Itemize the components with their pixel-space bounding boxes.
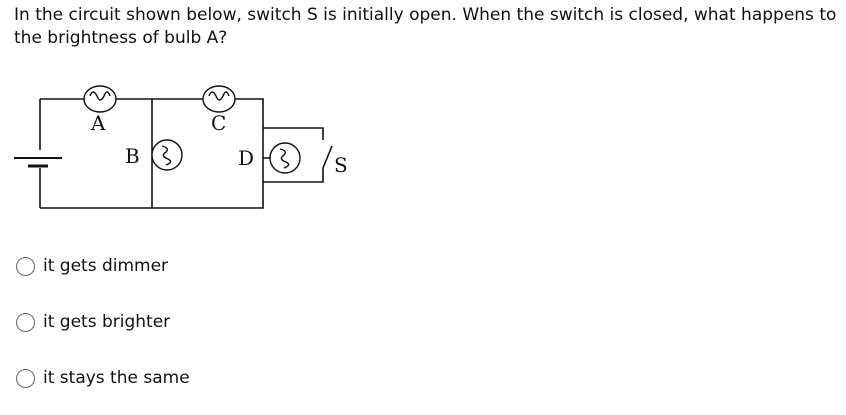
option-dimmer[interactable]: it gets dimmer	[16, 256, 168, 276]
switch-s-icon	[322, 145, 333, 169]
option-label: it stays the same	[43, 368, 190, 388]
option-same[interactable]: it stays the same	[16, 368, 190, 388]
option-brighter[interactable]: it gets brighter	[16, 312, 170, 332]
bulb-d-icon	[269, 142, 301, 174]
bulb-c-icon	[202, 85, 236, 113]
label-b: B	[125, 144, 140, 168]
radio-button[interactable]	[16, 256, 35, 276]
option-label: it gets brighter	[43, 312, 171, 332]
label-s: S	[334, 153, 348, 177]
circuit-diagram: A C B D S	[14, 85, 348, 209]
label-a: A	[90, 111, 106, 135]
radio-button[interactable]	[16, 312, 35, 332]
question-text: In the circuit shown below, switch S is …	[14, 5, 837, 48]
option-label: it gets dimmer	[43, 256, 169, 276]
bulb-a-icon	[83, 85, 117, 113]
label-d: D	[238, 146, 254, 170]
label-c: C	[211, 111, 226, 135]
battery-icon	[14, 157, 62, 168]
radio-button[interactable]	[16, 368, 35, 388]
bulb-b-icon	[151, 139, 183, 171]
